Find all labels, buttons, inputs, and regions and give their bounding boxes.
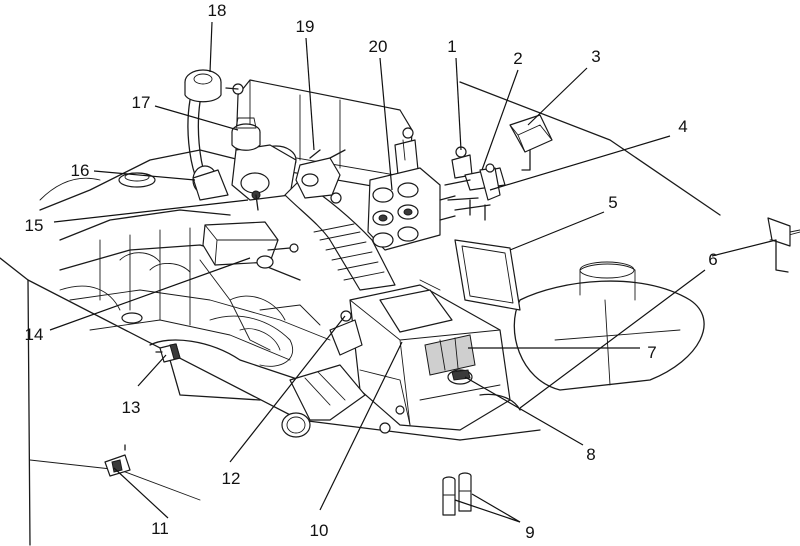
callout-10: 10 xyxy=(310,521,329,540)
callout-11: 11 xyxy=(151,519,169,538)
sensor-13 xyxy=(155,343,181,363)
air-cleaner xyxy=(349,279,521,434)
idle-control-valve xyxy=(295,149,346,204)
solenoid-cluster xyxy=(367,167,456,251)
callout-8: 8 xyxy=(586,445,595,464)
relay-3 xyxy=(509,114,553,171)
callout-15: 15 xyxy=(25,216,44,235)
callout-4: 4 xyxy=(678,117,687,136)
vacuum-connectors xyxy=(444,146,506,221)
control-unit-5 xyxy=(454,239,521,311)
callout-17: 17 xyxy=(132,93,151,112)
sensor-11 xyxy=(104,444,131,477)
inlet-duct xyxy=(281,310,366,438)
callout-3: 3 xyxy=(591,47,600,66)
connector-pair-9 xyxy=(442,472,472,516)
callout-labels: 1 2 3 4 5 6 7 8 9 10 11 12 13 14 15 16 1… xyxy=(25,1,718,542)
callout-6: 6 xyxy=(708,250,717,269)
callout-14: 14 xyxy=(25,325,44,344)
engine-block xyxy=(39,149,331,401)
canister xyxy=(184,69,229,201)
throttle-body xyxy=(231,117,297,211)
callout-19: 19 xyxy=(296,17,315,36)
valve-14 xyxy=(202,221,299,269)
sensor-6 xyxy=(767,217,800,273)
callout-7: 7 xyxy=(647,343,656,362)
callout-1: 1 xyxy=(447,37,456,56)
callout-2: 2 xyxy=(513,49,522,68)
callout-5: 5 xyxy=(608,193,617,212)
callout-12: 12 xyxy=(222,469,241,488)
callout-9: 9 xyxy=(525,523,534,542)
callout-16: 16 xyxy=(71,161,90,180)
leader-lines xyxy=(49,21,777,523)
callout-20: 20 xyxy=(369,37,388,56)
callout-18: 18 xyxy=(208,1,227,20)
callout-13: 13 xyxy=(122,398,141,417)
